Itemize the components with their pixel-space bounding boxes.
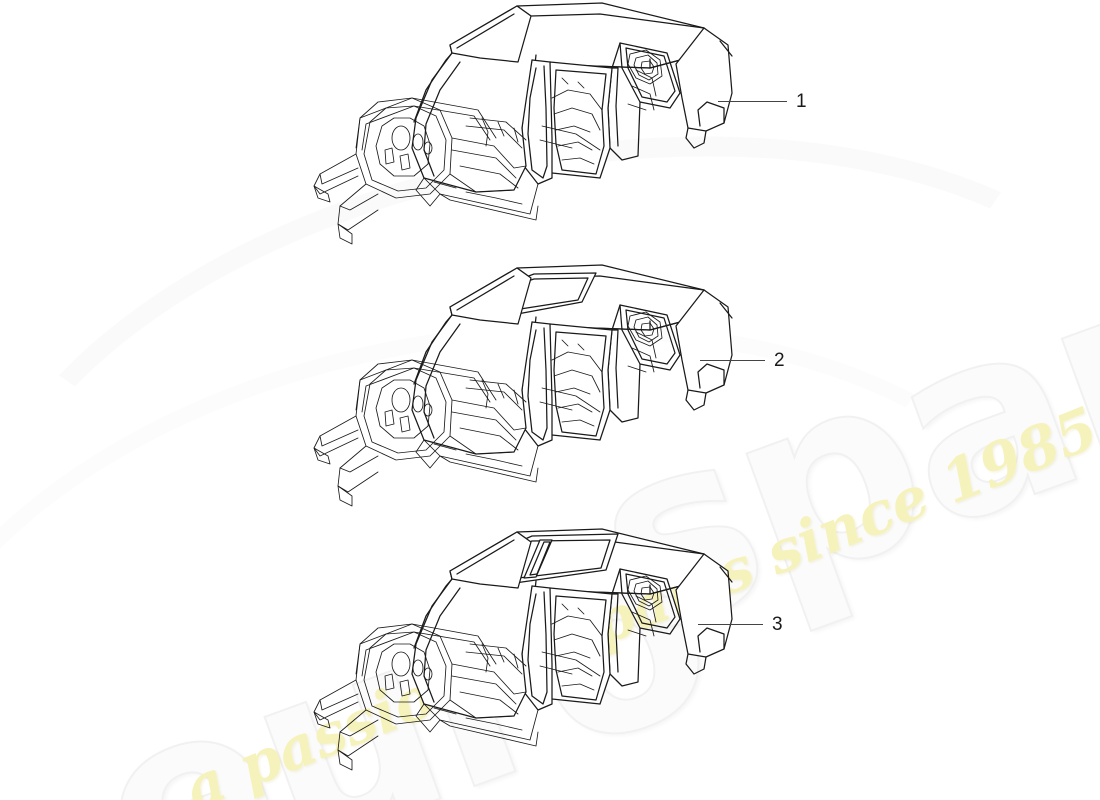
body-shell-inner-structure-2 xyxy=(313,311,663,507)
figure-body-shell-1 xyxy=(300,0,760,288)
callout-number-2: 2 xyxy=(774,349,785,371)
figure-body-shell-3 xyxy=(300,524,760,800)
callout-3[interactable]: 3 xyxy=(698,614,783,634)
body-shell-outline-2 xyxy=(411,264,733,455)
callout-2[interactable]: 2 xyxy=(700,350,785,370)
leader-line-3 xyxy=(698,623,763,625)
body-shell-inner-structure-3 xyxy=(313,575,663,771)
callout-number-1: 1 xyxy=(796,90,807,112)
body-shell-inner-structure-1 xyxy=(313,49,663,245)
callout-1[interactable]: 1 xyxy=(718,91,807,111)
body-shell-outline-3 xyxy=(411,528,733,719)
figure-body-shell-2 xyxy=(300,260,760,550)
leader-line-1 xyxy=(718,100,787,102)
body-shell-outline-1 xyxy=(411,2,733,193)
leader-line-2 xyxy=(700,359,765,361)
callout-number-3: 3 xyxy=(772,613,783,635)
